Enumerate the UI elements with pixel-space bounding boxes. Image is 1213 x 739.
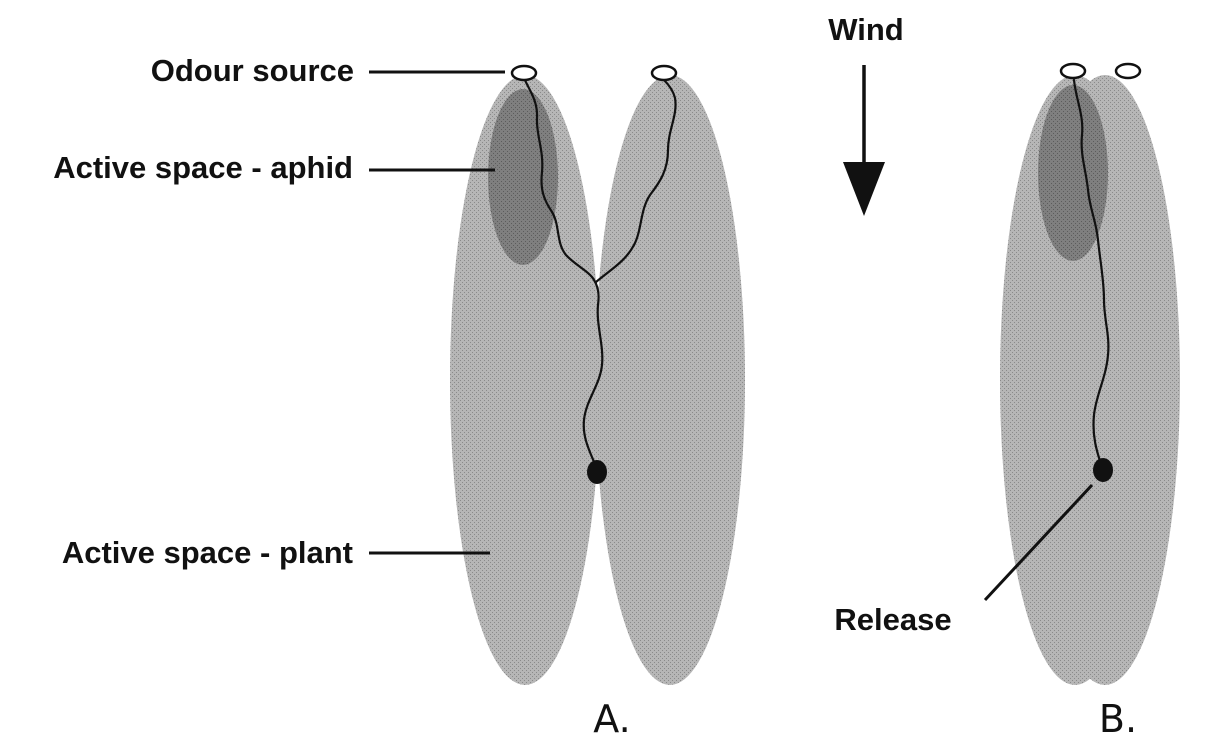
odour-source-label: Odour source xyxy=(151,53,354,88)
aphid-active-space xyxy=(488,89,558,265)
release-point-a xyxy=(587,460,607,484)
odour-source-right xyxy=(652,66,676,80)
odour-source-b-right xyxy=(1116,64,1140,78)
odour-source-b-left xyxy=(1061,64,1085,78)
release-point-b xyxy=(1093,458,1113,482)
odour-source-left xyxy=(512,66,536,80)
active-space-plant-label: Active space - plant xyxy=(62,535,353,570)
plant-active-space-right xyxy=(595,75,745,685)
panel-b-label: B. xyxy=(1099,697,1137,739)
left-labels: Odour source Active space - aphid Active… xyxy=(53,53,505,570)
down-arrow-icon xyxy=(843,65,885,216)
panel-a: A. xyxy=(450,66,745,739)
panel-a-label: A. xyxy=(593,697,630,739)
wind-indicator: Wind xyxy=(828,12,903,216)
active-space-aphid-label: Active space - aphid xyxy=(53,150,353,185)
panel-b: Release B. xyxy=(834,64,1180,739)
release-label: Release xyxy=(834,602,951,637)
wind-label: Wind xyxy=(828,12,903,47)
